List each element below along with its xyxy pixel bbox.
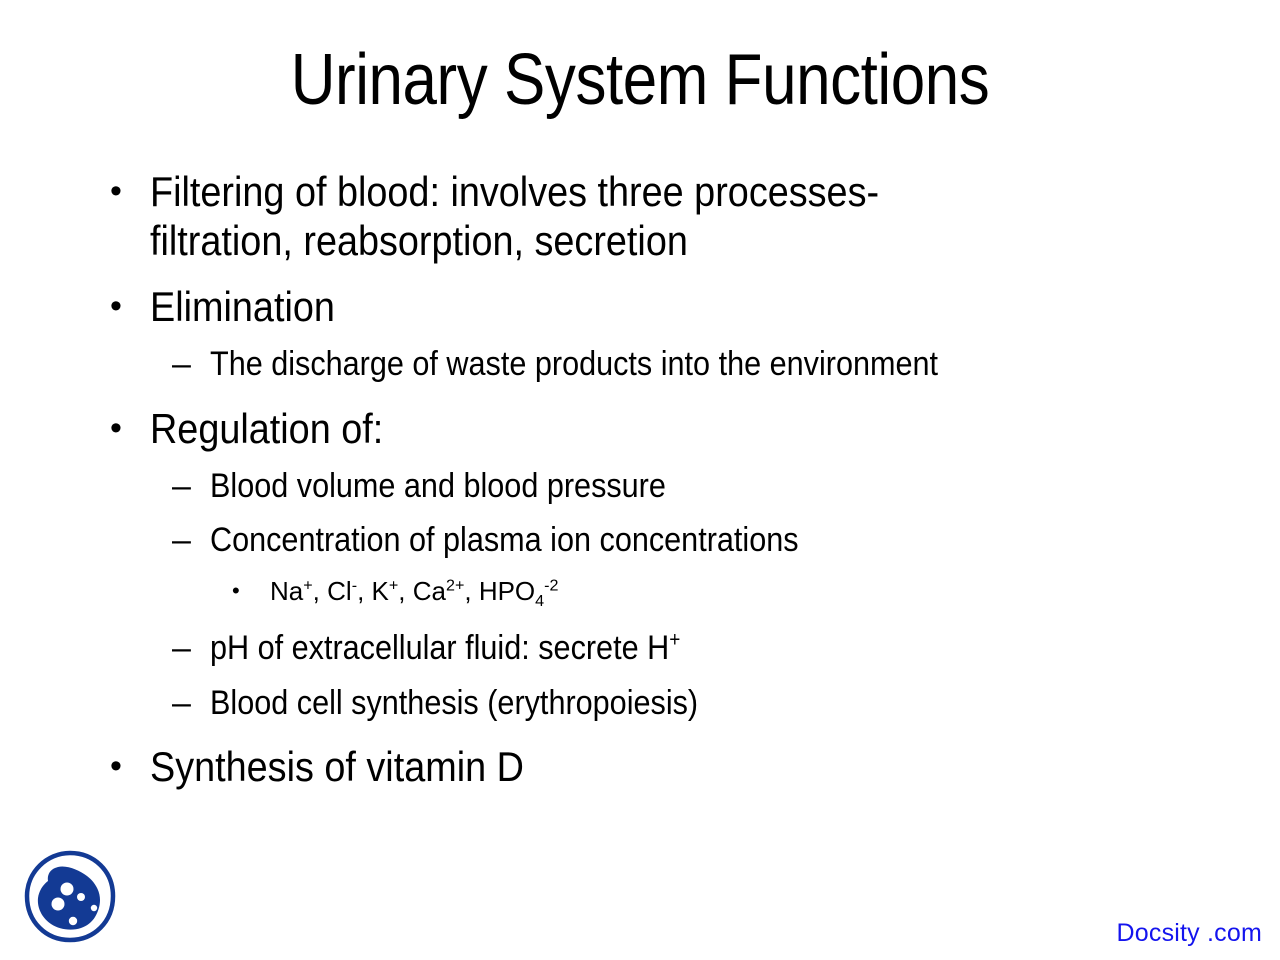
ion-potassium: K	[371, 576, 389, 607]
ion-phosphate: HPO	[478, 576, 536, 607]
dash-icon: –	[172, 466, 191, 505]
list-item: – Blood volume and blood pressure	[0, 466, 1280, 507]
separator: ,	[398, 576, 413, 607]
dash-icon: –	[172, 628, 191, 667]
ion-sodium-charge: +	[303, 576, 313, 595]
ion-phosphate-subscript: 4	[535, 592, 545, 611]
bullet-icon: •	[110, 747, 122, 786]
ion-sodium: Na	[270, 576, 304, 607]
list-item: • Regulation of:	[0, 405, 1280, 454]
docsity-logo-icon	[22, 848, 118, 946]
list-item-label: The discharge of waste products into the…	[210, 345, 939, 384]
list-item: – Concentration of plasma ion concentrat…	[0, 520, 1280, 561]
hydrogen-charge: +	[669, 628, 681, 652]
dash-icon: –	[172, 345, 191, 384]
ion-chloride: Cl	[327, 576, 352, 607]
ion-calcium-charge: 2+	[445, 576, 465, 595]
logo-dot	[60, 882, 74, 896]
list-item: – pH of extracellular fluid: secrete H+	[0, 628, 1280, 669]
ion-phosphate-charge: -2	[544, 576, 559, 595]
list-item: – Blood cell synthesis (erythropoiesis)	[0, 683, 1280, 724]
slide-body: • Filtering of blood: involves three pro…	[0, 168, 1280, 794]
bullet-icon: •	[110, 287, 122, 326]
ion-chloride-charge: -	[351, 576, 358, 595]
list-item-label: pH of extracellular fluid: secrete H+	[210, 628, 1173, 669]
spacer	[0, 612, 1280, 628]
spacer	[0, 565, 1280, 575]
spacer	[0, 510, 1280, 520]
logo-dot	[51, 897, 65, 911]
logo-blob	[37, 866, 100, 930]
bullet-icon: •	[232, 578, 240, 604]
page-title: Urinary System Functions	[290, 40, 990, 120]
list-item-label: Concentration of plasma ion concentratio…	[210, 521, 799, 560]
ion-calcium: Ca	[412, 576, 446, 607]
bullet-icon: •	[110, 408, 122, 447]
logo-dot	[90, 904, 98, 912]
spacer	[0, 389, 1280, 405]
list-item: – The discharge of waste products into t…	[0, 344, 1280, 385]
ion-list-label: Na+, Cl-, K+, Ca2+, HPO4-2	[270, 575, 1280, 611]
dash-icon: –	[172, 683, 191, 722]
docsity-watermark: Docsity .com	[1116, 919, 1262, 947]
list-item: • Synthesis of vitamin D	[0, 743, 1280, 792]
list-item: • Elimination	[0, 283, 1280, 332]
spacer	[0, 456, 1280, 466]
separator: ,	[312, 576, 328, 607]
dash-icon: –	[172, 521, 191, 560]
list-item-label: Regulation of:	[150, 404, 384, 452]
bullet-icon: •	[110, 172, 122, 210]
list-item-label: Elimination	[150, 283, 335, 331]
list-item-label: Blood volume and blood pressure	[210, 466, 666, 505]
list-item-label: Filtering of blood: involves three proce…	[150, 168, 951, 265]
spacer	[0, 267, 1280, 283]
list-item-line-1: Filtering of blood: involves three proce…	[150, 168, 880, 215]
spacer	[0, 673, 1280, 683]
spacer	[0, 727, 1280, 743]
spacer	[0, 334, 1280, 344]
list-item-label: Blood cell synthesis (erythropoiesis)	[210, 683, 699, 722]
ph-text: pH of extracellular fluid: secrete H	[210, 628, 670, 667]
separator: ,	[464, 576, 479, 607]
logo-dot	[68, 916, 78, 926]
ion-potassium-charge: +	[388, 576, 399, 595]
list-item: • Filtering of blood: involves three pro…	[0, 168, 1280, 265]
separator: ,	[357, 576, 372, 607]
list-item-ions: • Na+, Cl-, K+, Ca2+, HPO4-2	[0, 575, 1280, 611]
list-item-label: Synthesis of vitamin D	[150, 743, 524, 791]
list-item-line-2: filtration, reabsorption, secretion	[150, 216, 688, 264]
logo-dot	[77, 893, 85, 901]
